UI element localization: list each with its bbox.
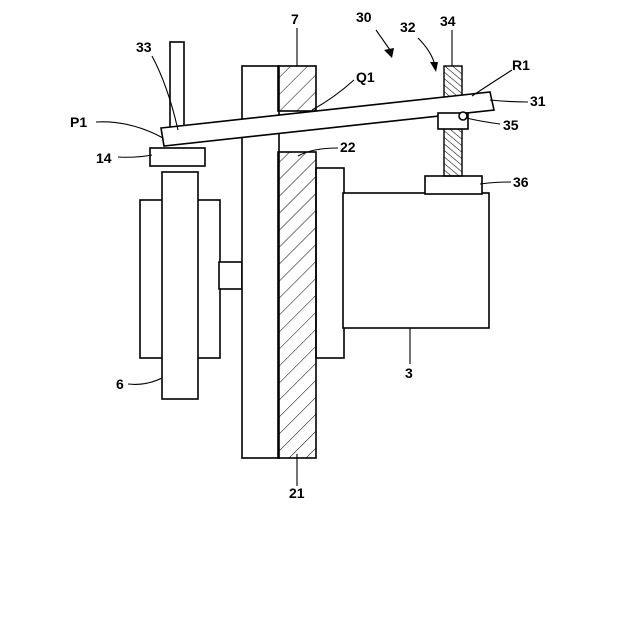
component-6-shaft bbox=[219, 262, 242, 289]
label-7: 7 bbox=[291, 11, 299, 27]
leader-36 bbox=[480, 182, 511, 184]
leader-R1 bbox=[472, 70, 512, 96]
label-33: 33 bbox=[136, 39, 152, 55]
component-3 bbox=[343, 193, 489, 328]
wall-flange bbox=[316, 168, 344, 358]
label-14: 14 bbox=[96, 150, 112, 166]
label-6: 6 bbox=[116, 376, 124, 392]
label-3: 3 bbox=[405, 365, 413, 381]
leader-6 bbox=[128, 378, 162, 384]
wall-hatched-7-upper bbox=[278, 66, 316, 111]
nut-35-detail bbox=[459, 112, 467, 120]
label-Q1: Q1 bbox=[356, 69, 375, 85]
label-22: 22 bbox=[340, 139, 356, 155]
label-21: 21 bbox=[289, 485, 305, 501]
leader-30-arrow bbox=[384, 48, 394, 58]
support-post bbox=[170, 42, 184, 134]
component-6-center bbox=[162, 172, 198, 399]
label-35: 35 bbox=[503, 117, 519, 133]
label-P1: P1 bbox=[70, 114, 87, 130]
label-34: 34 bbox=[440, 13, 456, 29]
leader-35 bbox=[466, 118, 500, 124]
label-36: 36 bbox=[513, 174, 529, 190]
component-6 bbox=[140, 172, 242, 399]
label-31: 31 bbox=[530, 93, 546, 109]
leader-P1 bbox=[96, 122, 163, 138]
leader-14 bbox=[118, 155, 152, 157]
leader-Q1 bbox=[312, 80, 354, 110]
label-32: 32 bbox=[400, 19, 416, 35]
leader-32 bbox=[418, 38, 434, 62]
base-block-36 bbox=[425, 176, 482, 194]
leader-31 bbox=[490, 100, 528, 102]
label-R1: R1 bbox=[512, 57, 530, 73]
leader-30 bbox=[376, 30, 390, 50]
pad-14 bbox=[150, 148, 205, 166]
threaded-rod-34-upper bbox=[444, 66, 462, 98]
label-30: 30 bbox=[356, 9, 372, 25]
leader-32-arrow bbox=[430, 62, 438, 72]
wall-hatched-21-lower bbox=[278, 152, 316, 458]
